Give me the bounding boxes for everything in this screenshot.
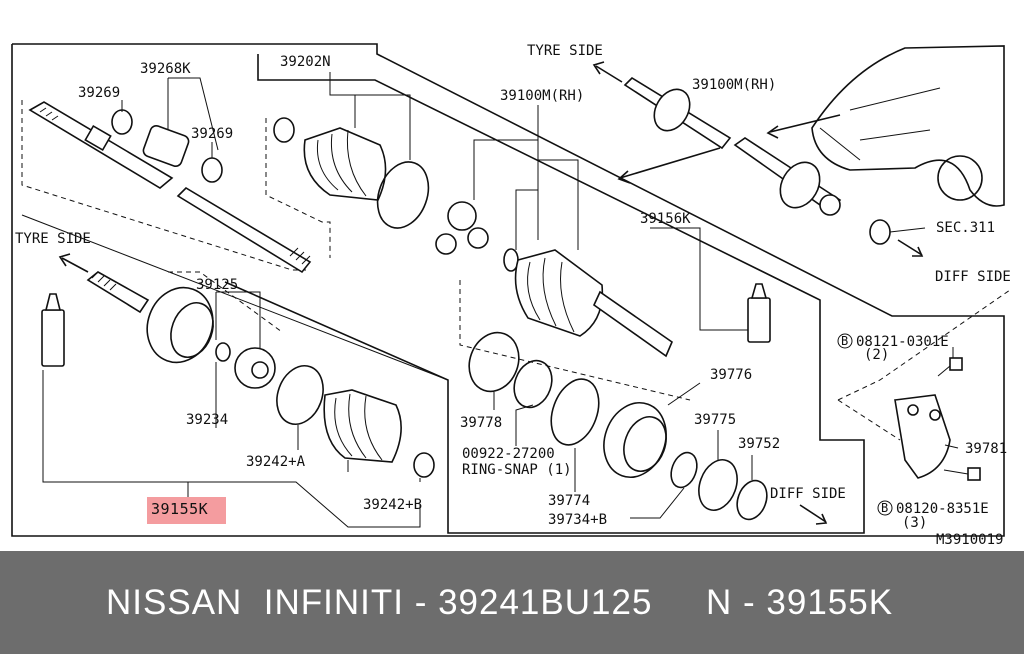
label-ring-snap: RING-SNAP (1) [462,462,572,478]
boot-band-39242A [276,365,324,425]
grease-tube-left [41,293,65,367]
dash-group-left [21,100,306,271]
dash-group-bracket [837,289,1011,401]
parts-diagram: 39268K 39269 39269 39202N 39100M(RH) 391… [11,43,1011,548]
bracket-39781 [894,394,951,479]
seal-39778 [468,331,520,393]
label-39202N: 39202N [280,54,331,70]
label-ref-code: M3910019 [936,532,1003,548]
inner-frame [224,54,865,534]
label-39156K: 39156K [640,211,691,227]
damper-39268K [142,125,190,167]
label-39781: 39781 [965,441,1007,457]
tripod-joint [435,201,489,255]
seal-39752 [736,479,768,521]
label-bolt-08120-qty: (3) [902,515,927,531]
shaft-upper-left [28,101,174,189]
inner-race [234,347,276,389]
ring-39734 [670,451,698,489]
label-diff-side-right: DIFF SIDE [935,269,1011,285]
label-00922: 00922-27200 [462,446,555,462]
label-sec311: SEC.311 [936,220,995,236]
dash-group-boot [265,118,331,258]
outer-frame [11,43,1005,537]
ring-snap-00922 [513,359,553,409]
bearing-39774 [550,378,600,446]
label-tyre-side-left: TYRE SIDE [15,231,91,247]
bolt-08120 [943,467,981,481]
label-39774: 39774 [548,493,590,509]
label-39269-b: 39269 [191,126,233,142]
dash-group-bracket2 [837,399,901,441]
highlight-39155K [147,497,226,524]
dash-group-outer [168,271,283,333]
drive-shaft-top-right [623,76,842,216]
arrow-tyre-side-left [58,253,89,273]
shaft-lower-left [176,186,312,274]
ring-39234 [215,342,231,362]
snap-ring-39269-b [201,157,223,183]
label-39778: 39778 [460,415,502,431]
seal-sec311 [869,219,891,245]
arrow-diff-side-bottom [799,504,828,525]
label-39234: 39234 [186,412,228,428]
label-39269-a: 39269 [78,85,120,101]
boot-band-39242B [413,452,435,478]
footer-part-number: NISSAN INFINITI - 39241BU125 N - 39155K [106,582,894,622]
boot-upper [273,117,430,229]
arrow-tyre-side-top [592,61,623,83]
label-39100M-b: 39100M(RH) [692,77,776,93]
diagram-drawing: 39268K 39269 39269 39202N 39100M(RH) 391… [11,43,1011,548]
bolt-08121 [937,357,963,377]
label-39155K: 39155K [151,500,209,518]
outer-joint [86,271,214,364]
vehicle-outline [811,45,1005,207]
label-bolt-08121-qty: (2) [864,347,889,363]
label-39242B: 39242+B [363,497,422,513]
label-diff-side-bottom: DIFF SIDE [770,486,846,502]
label-bolt-08120: 08120-8351E [896,501,989,517]
bearing-housing-39776 [603,402,667,478]
label-39734B: 39734+B [548,512,607,528]
snap-ring-39269-a [111,109,133,135]
inner-joint-housing [514,249,673,358]
label-39100M-a: 39100M(RH) [500,88,584,104]
leader-lines [42,72,959,528]
bolt-prefix-1: B [841,334,848,348]
arrow-car-down [617,147,721,184]
label-39775: 39775 [694,412,736,428]
label-bolt-08121: 08121-0301E [856,334,949,350]
footer-bar: NISSAN INFINITI - 39241BU125 N - 39155K [0,551,1024,654]
arrow-car-left [766,114,841,139]
arrow-diff-side-right [897,239,924,257]
seal-39775 [698,459,738,511]
bolt-callout-2: B 08120-8351E (3) [877,500,989,531]
label-tyre-side-top: TYRE SIDE [527,43,603,59]
label-39776: 39776 [710,367,752,383]
label-39752: 39752 [738,436,780,452]
dash-group-bearing [459,280,691,401]
label-39242A: 39242+A [246,454,306,470]
bolt-prefix-2: B [881,501,888,515]
label-39268K: 39268K [140,61,191,77]
grease-tube-right [747,283,771,343]
bolt-callout-1: B 08121-0301E (2) [837,333,949,363]
boot-outer [323,389,402,463]
label-39125: 39125 [196,277,238,293]
